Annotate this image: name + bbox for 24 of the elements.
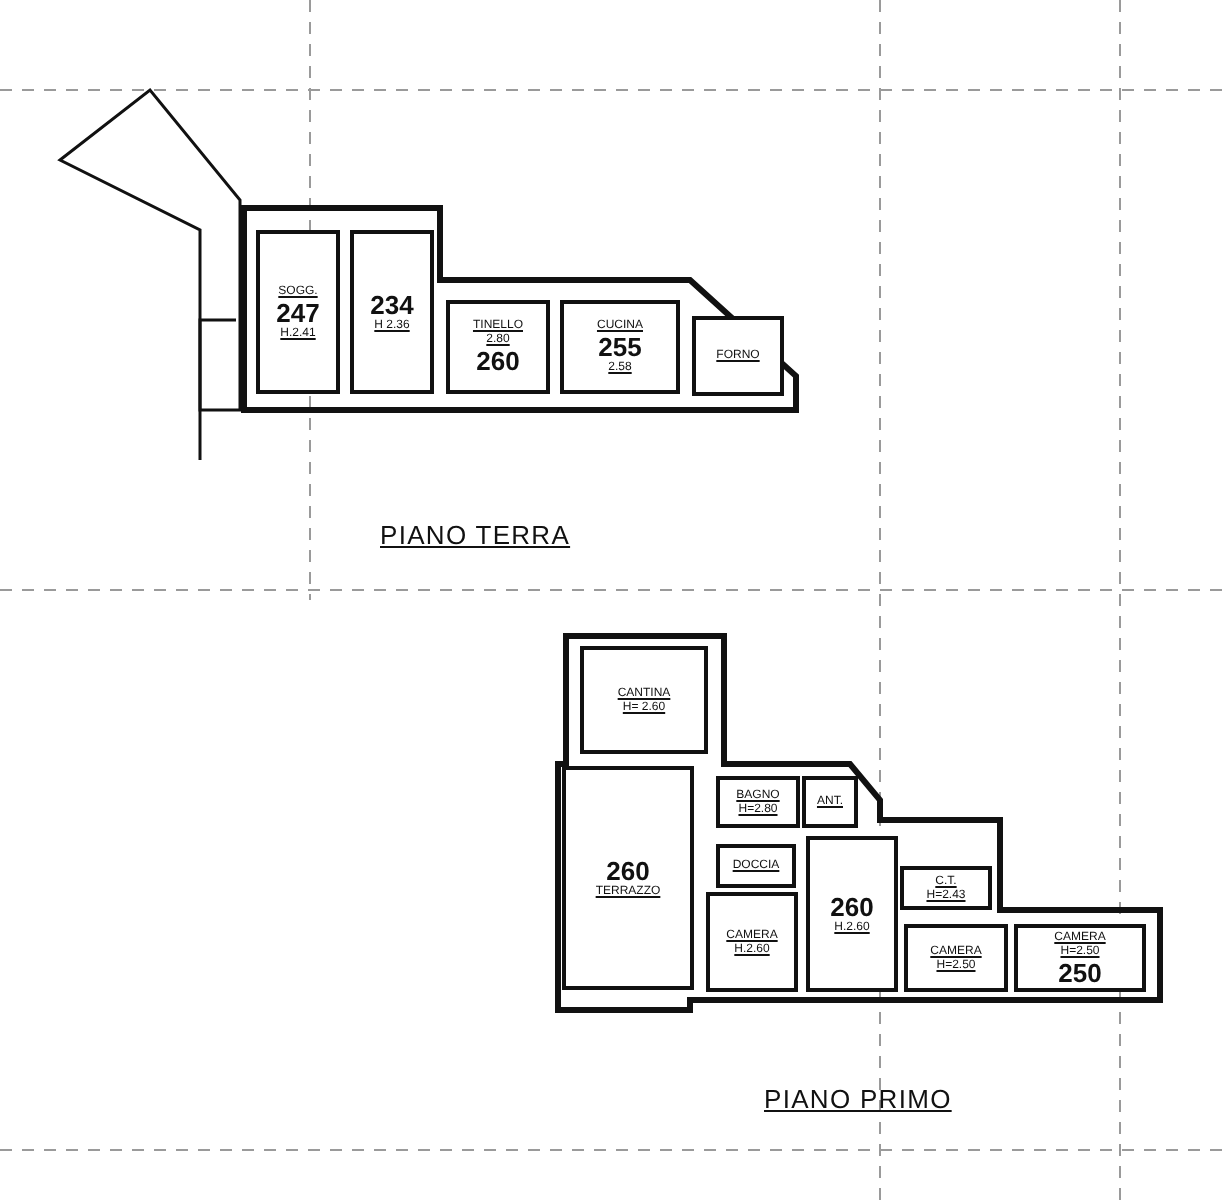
room [350,230,434,394]
room [692,316,784,396]
room [580,646,708,754]
handwritten-number: 250 [1058,959,1102,985]
room [802,776,858,828]
room [256,230,340,394]
floor-title: PIANO TERRA [380,518,571,554]
room [446,300,550,394]
room [716,776,800,828]
room [904,924,1008,992]
room [1014,924,1146,992]
handwritten-number: 260 [606,858,650,884]
floor-title: PIANO PRIMO [764,1082,952,1118]
room [562,766,694,990]
room [716,844,796,888]
room [560,300,680,394]
handwritten-number: 255 [598,334,642,360]
handwritten-number: 234 [370,292,414,318]
room [900,866,992,910]
handwritten-number: 260 [830,894,874,920]
room [706,892,798,992]
room [806,836,898,992]
handwritten-number: 260 [476,348,520,374]
handwritten-number: 247 [276,299,320,325]
